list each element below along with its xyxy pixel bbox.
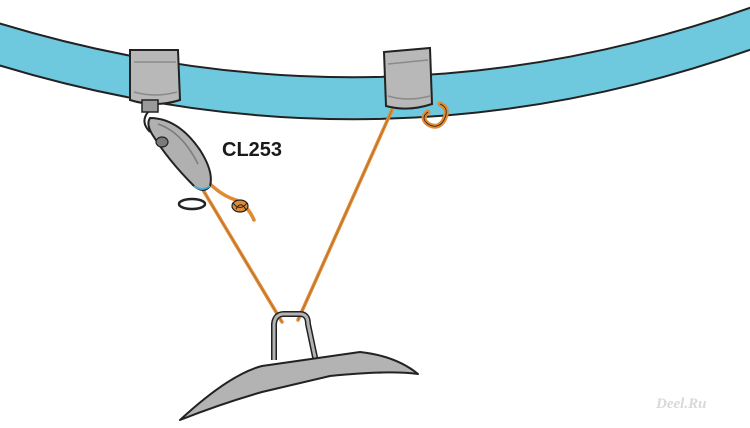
knot-icon [231, 199, 249, 213]
watermark: Deel.Ru [655, 396, 706, 412]
right-strap-buckle [382, 46, 434, 110]
cord-tail [206, 180, 256, 222]
blue-strap [0, 6, 750, 121]
right-knot-icon [421, 101, 449, 129]
plate-hook-inner [272, 312, 318, 363]
left-strap-buckle [129, 49, 182, 113]
grey-plate [179, 351, 419, 421]
cl253-tensioner-device [143, 111, 212, 191]
cord-left-run-outline [199, 184, 283, 323]
cord-ring [177, 197, 207, 211]
device-label: CL253 [222, 139, 282, 161]
cord-right-run-outline [297, 109, 393, 321]
